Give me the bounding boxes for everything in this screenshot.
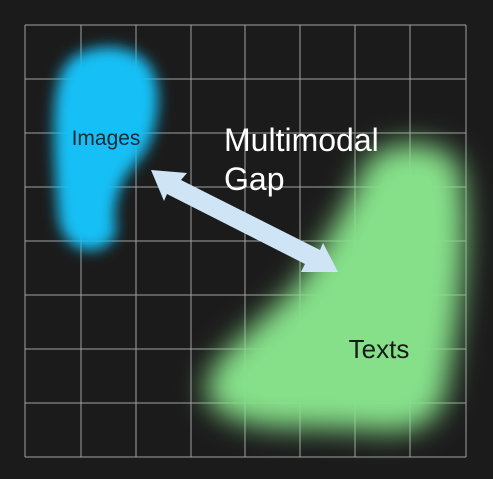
multimodal-gap-arrow <box>151 170 338 272</box>
texts-label: Texts <box>349 334 410 364</box>
gap-label-line1: Multimodal <box>224 122 379 158</box>
images-label: Images <box>72 127 141 150</box>
texts-cluster-blob <box>206 143 466 432</box>
gap-label-line2: Gap <box>224 161 284 197</box>
images-cluster <box>54 47 158 251</box>
texts-cluster <box>206 143 466 432</box>
images-cluster-blob <box>54 47 158 251</box>
